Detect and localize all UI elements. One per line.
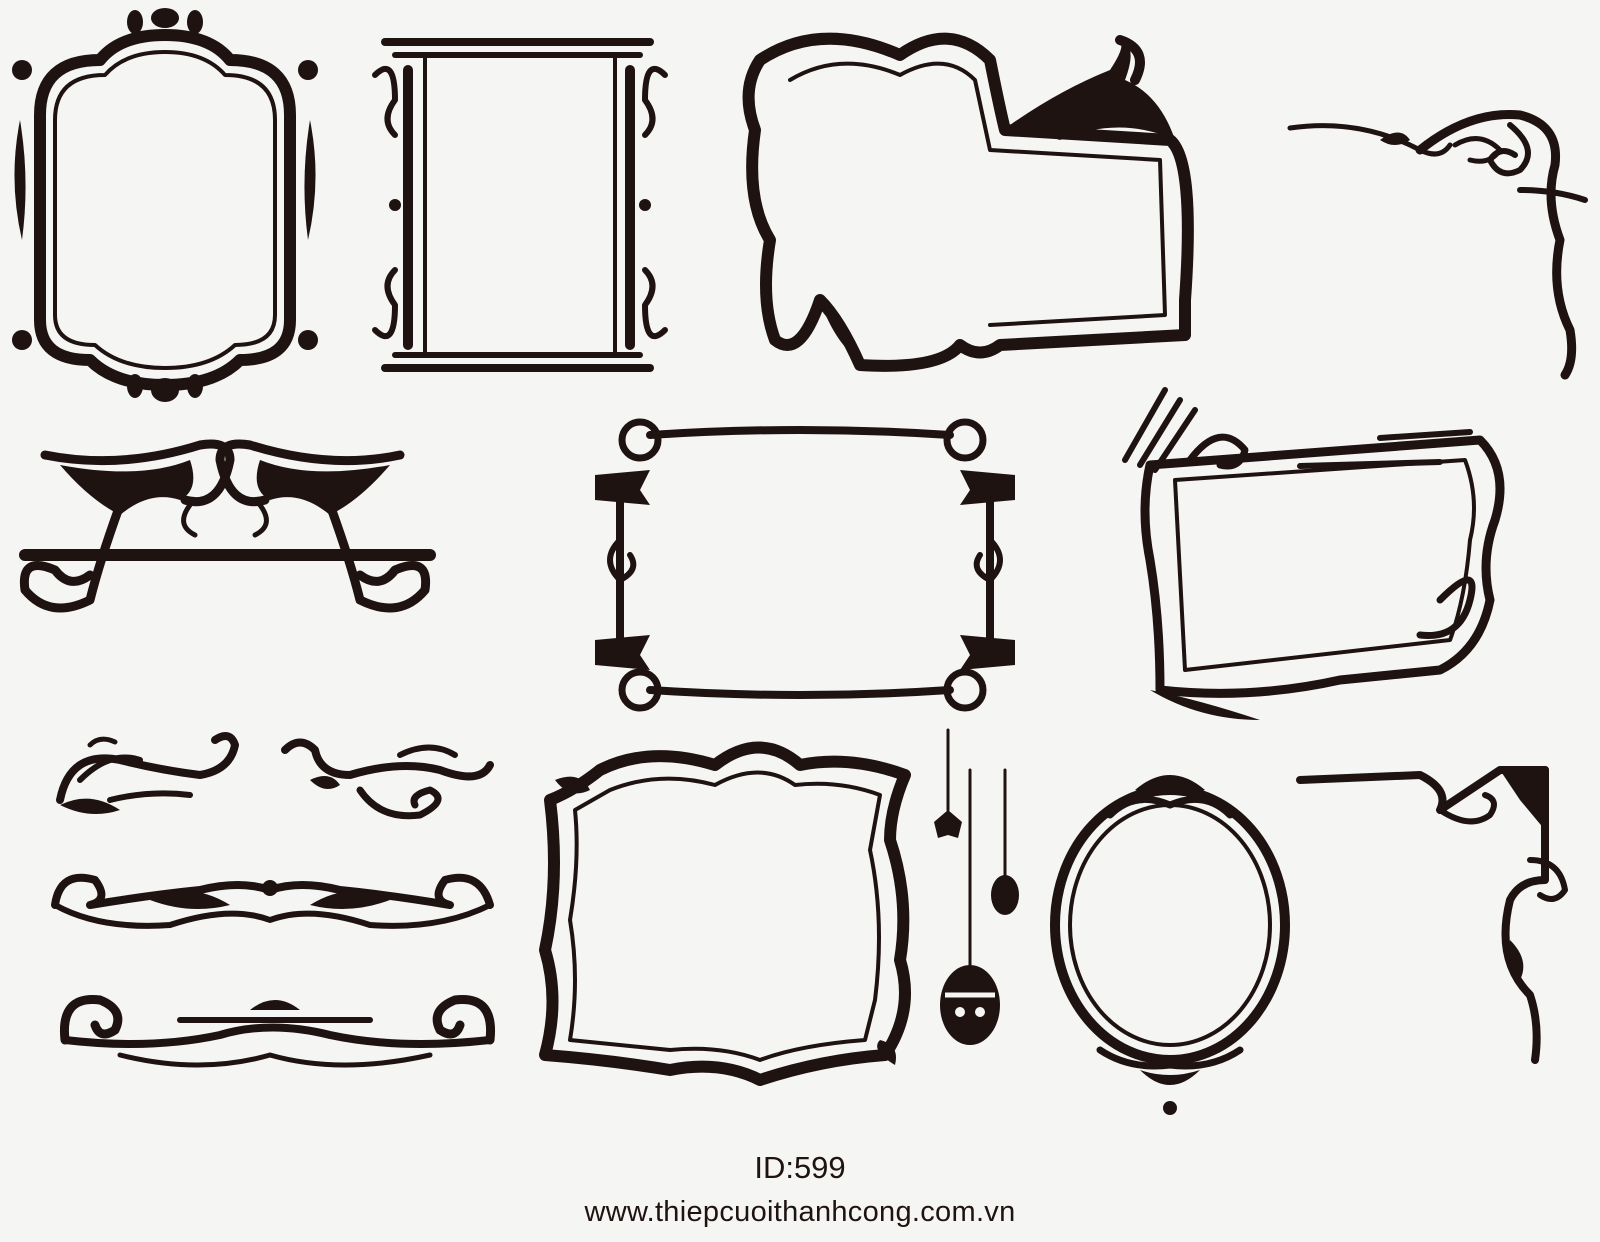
winged-crest-ornament (19, 439, 436, 613)
grunge-bracket-frame (539, 741, 911, 1086)
corner-flourish-top-right (1287, 109, 1588, 380)
swirl-divider-right (281, 738, 494, 820)
cloud-swirl-frame (742, 32, 1194, 372)
design-id-label: ID:599 (754, 1150, 846, 1185)
fleur-scroll-frame (595, 418, 1015, 712)
swirl-divider-left (56, 732, 239, 814)
website-url: www.thiepcuoithanhcong.com.vn (584, 1196, 1016, 1228)
layered-scroll-frame (1122, 387, 1505, 720)
scalloped-mirror-frame (12, 8, 318, 402)
pillared-rectangle-frame (372, 38, 668, 372)
oval-crest-mirror-frame (1050, 775, 1290, 1115)
crowned-scroll-divider (59, 995, 496, 1068)
leaf-scroll-divider (51, 873, 494, 929)
hanging-ornaments (934, 728, 1019, 1045)
corner-bracket-bottom-right (1296, 766, 1568, 1064)
